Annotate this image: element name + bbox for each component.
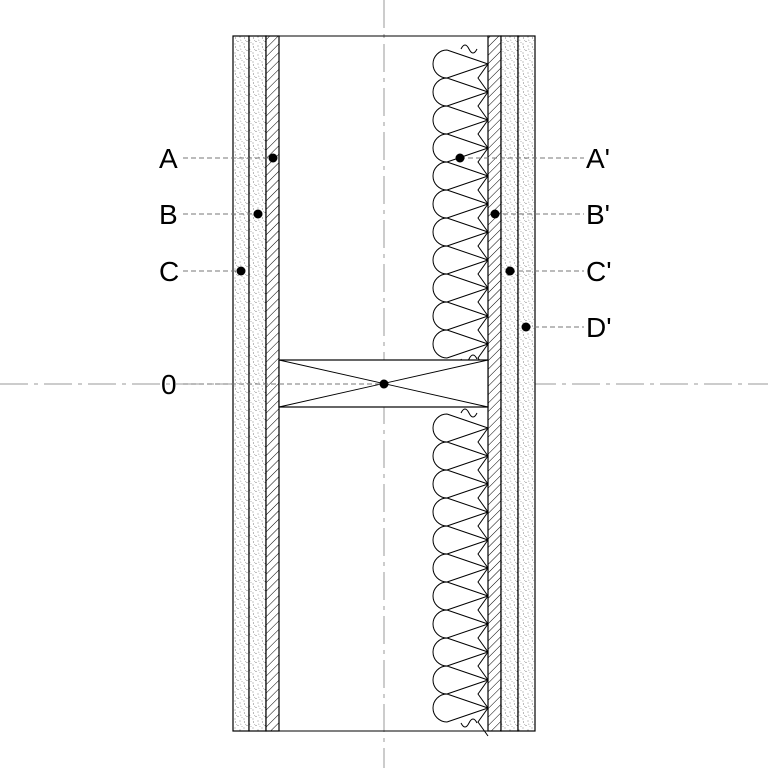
cavity-edges: [279, 35, 488, 732]
insulation-batt-upper-notch: [460, 44, 478, 364]
label-d-prime: D': [586, 312, 612, 343]
leader-lines: [183, 157, 584, 385]
label-c: C: [159, 256, 180, 287]
right-middle-board: [500, 35, 519, 732]
insulation-batt-upper: [432, 49, 489, 373]
label-c-prime: C': [586, 256, 612, 287]
insulation-batts: [432, 44, 489, 737]
right-outer-board: [517, 35, 536, 732]
label-b: B: [159, 199, 178, 230]
right-inner-hatched-layer: [487, 35, 502, 732]
measurement-points: [236, 153, 531, 389]
right-wall: [487, 35, 536, 732]
point-b: [253, 209, 263, 219]
label-a: A: [159, 143, 178, 174]
label-a-prime: A': [586, 143, 611, 174]
point-b-prime: [490, 209, 500, 219]
point-a-prime: [455, 153, 465, 163]
insulation-batt-lower-notch: [460, 408, 478, 728]
point-c: [236, 266, 246, 276]
label-0: 0: [161, 369, 177, 400]
point-c-prime: [505, 266, 515, 276]
point-d-prime: [521, 322, 531, 332]
point-a: [268, 153, 278, 163]
label-b-prime: B': [586, 199, 611, 230]
point-0: [379, 379, 389, 389]
insulation-batt-lower: [432, 413, 489, 737]
